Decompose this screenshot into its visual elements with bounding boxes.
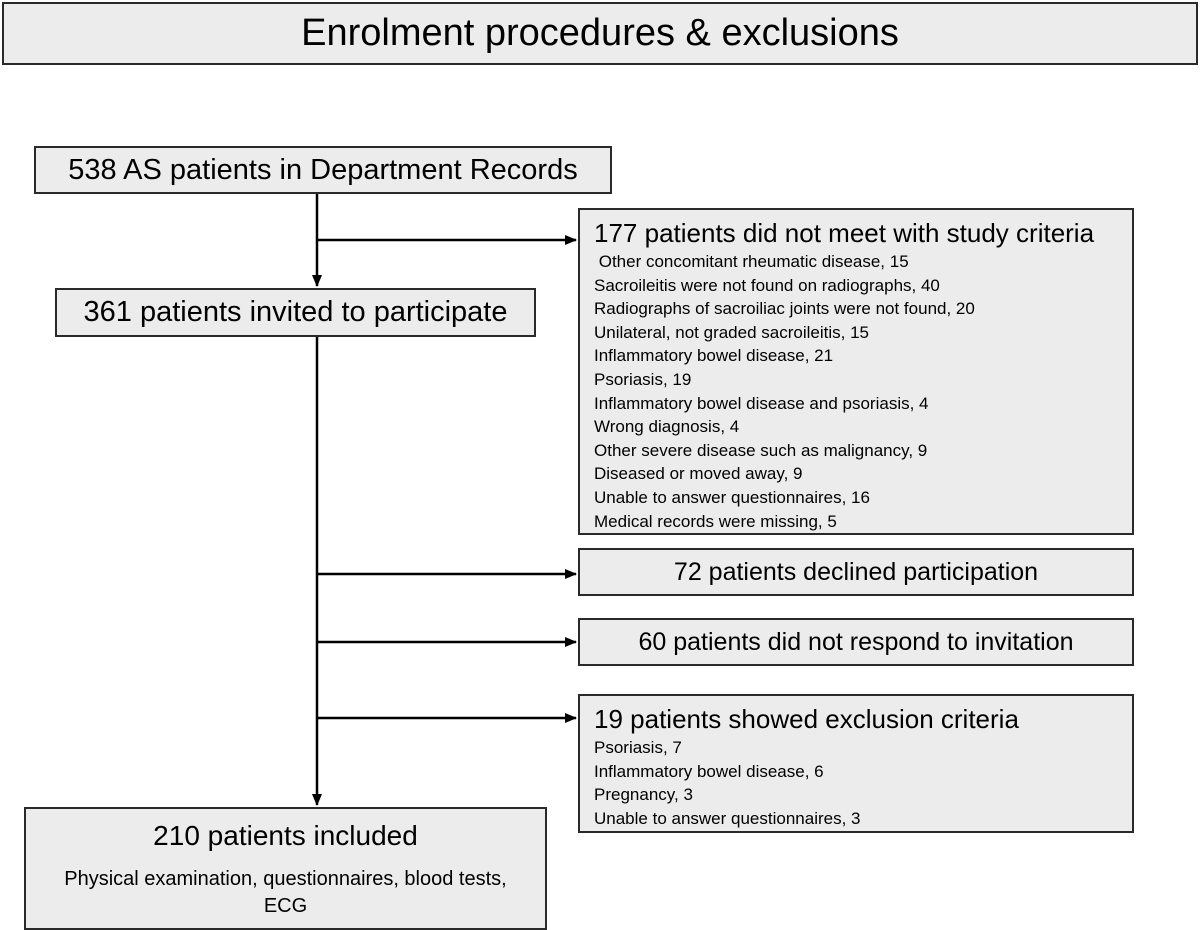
not-meet-criteria-heading: 177 patients did not meet with study cri… bbox=[594, 218, 1095, 248]
list-item: Inflammatory bowel disease, 6 bbox=[594, 761, 824, 781]
not-meet-criteria-list: Other concomitant rheumatic disease, 15 … bbox=[594, 250, 1132, 533]
declined-box: 72 patients declined participation bbox=[578, 548, 1134, 596]
declined-label: 72 patients declined participation bbox=[673, 557, 1039, 586]
records-box: 538 AS patients in Department Records bbox=[34, 146, 612, 194]
exclusion-criteria-list: Psoriasis, 7 Inflammatory bowel disease,… bbox=[594, 736, 1132, 830]
list-item: Other severe disease such as malignancy,… bbox=[594, 440, 928, 460]
included-subtext: Physical examination, questionnaires, bl… bbox=[64, 868, 507, 917]
invited-label: 361 patients invited to participate bbox=[83, 296, 508, 328]
list-item: Inflammatory bowel disease, 21 bbox=[594, 346, 834, 366]
list-item: Psoriasis, 19 bbox=[594, 369, 692, 389]
exclusion-criteria-box: 19 patients showed exclusion criteria Ps… bbox=[578, 694, 1134, 833]
invited-box: 361 patients invited to participate bbox=[55, 288, 536, 337]
list-item: Medical records were missing, 5 bbox=[594, 511, 837, 531]
list-item: Pregnancy, 3 bbox=[594, 785, 693, 805]
not-meet-criteria-box: 177 patients did not meet with study cri… bbox=[578, 208, 1134, 535]
list-item: Sacroileitis were not found on radiograp… bbox=[594, 275, 940, 295]
no-response-label: 60 patients did not respond to invitatio… bbox=[638, 627, 1074, 656]
records-label: 538 AS patients in Department Records bbox=[68, 153, 578, 186]
list-item: Other concomitant rheumatic disease, 15 bbox=[594, 252, 909, 271]
list-item: Wrong diagnosis, 4 bbox=[594, 417, 740, 437]
list-item: Radiographs of sacroiliac joints were no… bbox=[594, 299, 975, 319]
list-item: Unable to answer questionnaires, 3 bbox=[594, 808, 861, 828]
list-item: Diseased or moved away, 9 bbox=[594, 464, 803, 484]
list-item: Unable to answer questionnaires, 16 bbox=[594, 487, 870, 507]
no-response-box: 60 patients did not respond to invitatio… bbox=[578, 618, 1134, 666]
diagram-title: Enrolment procedures & exclusions bbox=[301, 12, 899, 54]
list-item: Psoriasis, 7 bbox=[594, 738, 682, 757]
exclusion-criteria-heading: 19 patients showed exclusion criteria bbox=[594, 704, 1019, 734]
list-item: Inflammatory bowel disease and psoriasis… bbox=[594, 393, 929, 413]
included-box: 210 patients included Physical examinati… bbox=[24, 807, 547, 930]
list-item: Unilateral, not graded sacroileitis, 15 bbox=[594, 322, 869, 342]
included-heading: 210 patients included bbox=[153, 820, 418, 851]
diagram-title-box: Enrolment procedures & exclusions bbox=[2, 2, 1198, 65]
